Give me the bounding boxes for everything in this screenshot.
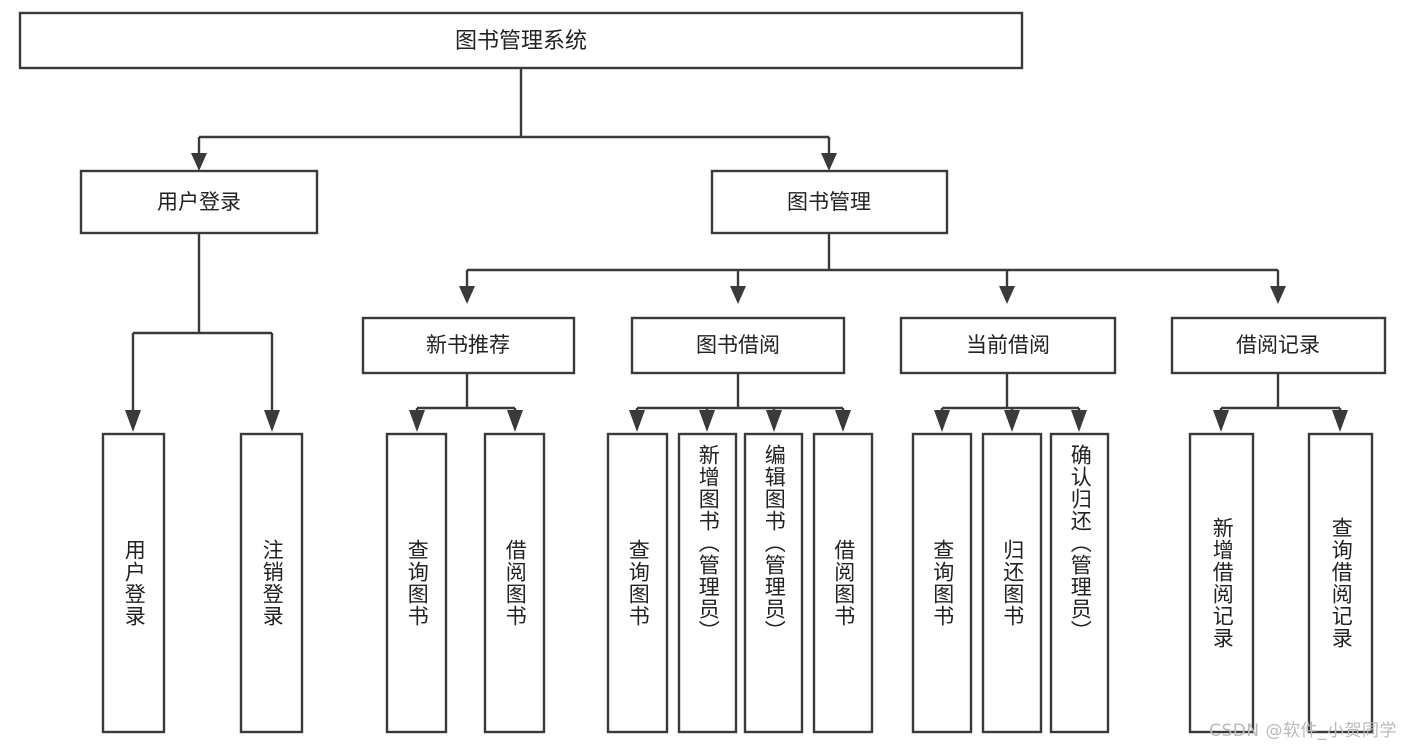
- arrow-head-icon: [264, 410, 280, 432]
- node-borrow-record[interactable]: 借阅记录: [1170, 316, 1387, 375]
- node-book-manage-label: 图书管理: [787, 190, 871, 214]
- leaf-rect-add-book[interactable]: [677, 432, 738, 734]
- node-book-borrow-rect: [630, 316, 846, 375]
- leaf-rect-logout[interactable]: [239, 432, 304, 734]
- arrow-head-icon: [191, 153, 207, 171]
- leaf-rect-query-book-1[interactable]: [385, 432, 448, 734]
- leaf-rect-borrow-book-1[interactable]: [483, 432, 546, 734]
- node-new-book-recommend-rect: [361, 316, 576, 375]
- node-borrow-record-label: 借阅记录: [1236, 333, 1320, 357]
- node-root-label: 图书管理系统: [455, 29, 587, 54]
- leaf-rect-edit-book[interactable]: [743, 432, 804, 734]
- node-root-rect: [18, 11, 1024, 70]
- csdn-watermark: CSDN @软件_小贺同学: [1209, 721, 1397, 741]
- node-book-borrow-label: 图书借阅: [696, 333, 780, 357]
- leaf-rects-group: [101, 432, 1374, 734]
- node-book-manage-rect: [710, 169, 949, 235]
- leaf-rect-return-book[interactable]: [981, 432, 1043, 734]
- connectors-group: [125, 68, 1348, 432]
- leaf-rect-query-book-2[interactable]: [606, 432, 669, 734]
- arrow-head-icon: [821, 153, 837, 171]
- node-current-borrow[interactable]: 当前借阅: [899, 316, 1117, 375]
- node-current-borrow-label: 当前借阅: [966, 333, 1050, 357]
- node-new-book-recommend-label: 新书推荐: [426, 333, 510, 357]
- node-new-book-recommend[interactable]: 新书推荐: [361, 316, 576, 375]
- leaf-rect-query-book-3[interactable]: [911, 432, 973, 734]
- arrow-head-icon: [1004, 410, 1020, 432]
- node-user-login[interactable]: 用户登录: [79, 169, 319, 235]
- node-current-borrow-rect: [899, 316, 1117, 375]
- arrow-head-icon: [125, 410, 141, 432]
- arrow-head-icon: [766, 410, 782, 432]
- leaf-rect-user-login[interactable]: [101, 432, 166, 734]
- arrow-head-icon: [409, 410, 425, 432]
- node-borrow-record-rect: [1170, 316, 1387, 375]
- arrow-head-icon: [835, 410, 851, 432]
- leaf-rect-query-record[interactable]: [1307, 432, 1374, 734]
- arrow-head-icon: [1332, 410, 1348, 432]
- arrow-head-icon: [730, 286, 746, 304]
- leaf-rect-add-record[interactable]: [1188, 432, 1255, 734]
- arrow-head-icon: [459, 286, 475, 304]
- arrow-head-icon: [699, 410, 715, 432]
- arrow-head-icon: [999, 286, 1015, 304]
- node-root[interactable]: 图书管理系统: [18, 11, 1024, 70]
- node-user-login-label: 用户登录: [157, 190, 241, 214]
- arrow-head-icon: [1213, 410, 1229, 432]
- node-user-login-rect: [79, 169, 319, 235]
- node-book-borrow[interactable]: 图书借阅: [630, 316, 846, 375]
- arrow-head-icon: [1270, 286, 1286, 304]
- arrow-head-icon: [507, 410, 523, 432]
- arrow-head-icon: [629, 410, 645, 432]
- leaf-rect-borrow-book-2[interactable]: [812, 432, 874, 734]
- arrow-head-icon: [934, 410, 950, 432]
- arrow-head-icon: [1071, 410, 1087, 432]
- node-book-manage[interactable]: 图书管理: [710, 169, 949, 235]
- leaf-rect-confirm-return[interactable]: [1049, 432, 1110, 734]
